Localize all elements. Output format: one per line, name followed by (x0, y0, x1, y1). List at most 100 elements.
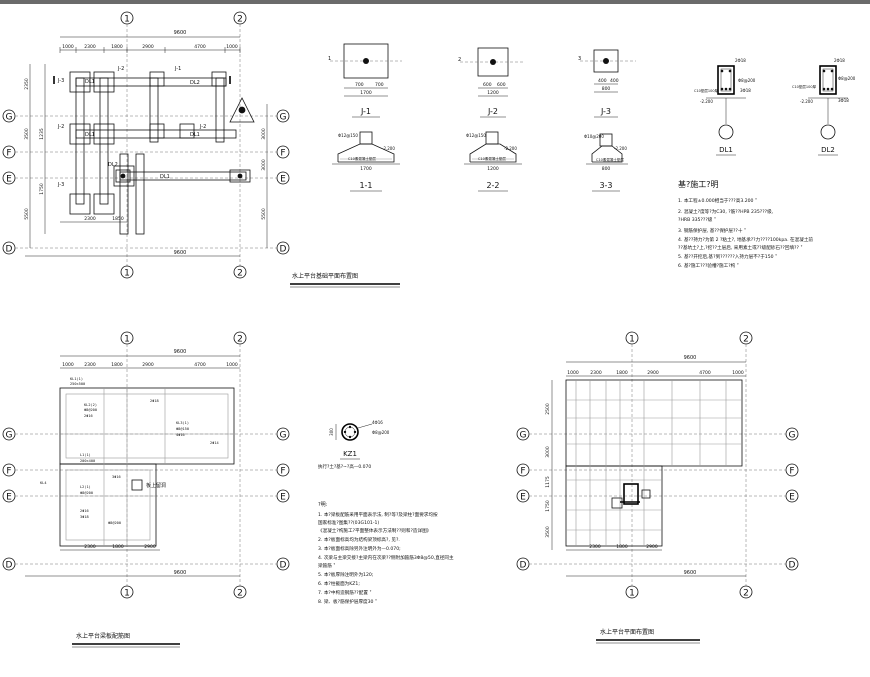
dim-total-top: 9600 (174, 30, 187, 36)
label-j3: J-3 (57, 182, 64, 188)
dim-top-seg: 1800 (111, 362, 123, 368)
dim-right-seg: 3000 (261, 128, 267, 140)
footing-j1-plan: 700 700 1700 1 J-1 (328, 43, 402, 118)
foundation-notes-title: 基?施工?明 (678, 179, 719, 189)
svg-text:3Φ18: 3Φ18 (838, 98, 849, 103)
svg-text:Φ8@200: Φ8@200 (108, 521, 121, 525)
dim-left-seg: 2350 (24, 78, 30, 90)
svg-text:4Φ16: 4Φ16 (372, 420, 383, 425)
dim-bottom-seg: 2900 (646, 544, 658, 550)
beam-dl2-section: 2Φ18 Φ8@200 3Φ18 C10垫层100厚 -2.200 DL2 (792, 58, 856, 156)
grid-bubble-right-E: E (789, 493, 795, 503)
dim-bottom-seg: 1800 (616, 544, 628, 550)
svg-text:2Φ18: 2Φ18 (735, 58, 746, 63)
svg-text:G: G (280, 113, 287, 123)
dim-right-seg: 3000 (261, 159, 267, 171)
label-j2: J-2 (57, 124, 64, 130)
dim-left-seg: 1235 (39, 128, 45, 140)
svg-text:1200: 1200 (487, 166, 499, 172)
dim-left-seg: 3500 (24, 128, 30, 140)
svg-text:L2(1): L2(1) (80, 485, 91, 489)
svg-text:Φ8@200: Φ8@200 (84, 408, 97, 412)
note-item: 6. 本?柱截面为KZ1; (318, 580, 360, 587)
column-kz1-label: KZ1 (343, 450, 357, 458)
grid-bubble-right-G: G (280, 431, 287, 441)
grid-bubble-left-D: D (6, 561, 13, 571)
label-dl2: DL2 (190, 80, 200, 86)
grid-bubble-left-F: F (520, 467, 525, 477)
svg-text:2: 2 (458, 57, 461, 63)
note-item: 2. 混凝土?度等?为C30, ?筋??HPB 235???级, (678, 208, 774, 215)
grid-bubble-bottom-2: 2 (233, 265, 247, 279)
dim-top-seg: 1000 (732, 370, 744, 376)
dim-left-seg: 2500 (545, 403, 551, 415)
grid-bubble-top-1: 1 (120, 11, 134, 25)
dim-bottom-seg: 2900 (144, 544, 156, 550)
grid-bubble-left-D: D (520, 561, 527, 571)
svg-text:C10素混凝土垫层: C10素混凝土垫层 (596, 157, 624, 162)
svg-text:F: F (280, 149, 285, 159)
svg-text:Φ10@200: Φ10@200 (584, 134, 604, 139)
section-3-3-label: 3-3 (599, 181, 612, 190)
svg-text:2Φ14: 2Φ14 (210, 441, 219, 445)
slab-plan: 1 2 1 2 G F E D G F E D 9600 (2, 331, 290, 648)
note-item: 5. 基??开挖后,基?到??????入持力层不?于150 ˚ (678, 253, 777, 260)
slab-opening-note: 板上留洞 (146, 482, 166, 489)
beam-dl1-section: 2Φ18 Φ8@200 3Φ18 C10垫层100厚 -2.200 DL1 (694, 58, 756, 156)
footing-j3-label: J-3 (600, 107, 611, 116)
dim-left-seg: 1750 (39, 183, 45, 195)
plan2-title: 水上平台梁板配筋图 (76, 632, 130, 640)
svg-text:执行?土?基?~?高—0.070: 执行?土?基?~?高—0.070 (318, 463, 371, 470)
platform-plan: 1 2 1 2 G F E D G F E D 9600 (516, 331, 799, 644)
dim-top-seg: 1000 (62, 362, 74, 368)
column-kz1-detail: 300 4Φ16 Φ8@200 KZ1 执行?土?基?~?高—0.070 (318, 420, 390, 470)
window-top-border (0, 0, 870, 4)
grid-bubble-left-D: D (2, 241, 16, 255)
svg-text:C10垫层100厚: C10垫层100厚 (792, 84, 817, 89)
dim-top-seg: 2900 (142, 44, 154, 50)
label-j1: J-1 (174, 66, 181, 72)
svg-text:400: 400 (598, 78, 607, 84)
dim-total-top: 9600 (684, 355, 697, 361)
section-1-1-label: 1-1 (359, 181, 372, 190)
note-item: 1. 本?梁板配筋采用平面表示法, 制?等?及梁柱?面要求均按 (318, 511, 438, 518)
foundation-plan: 1 2 1 2 9600 1000 2300 1800 2900 4700 10… (2, 11, 400, 288)
dim-left-seg: 5500 (24, 208, 30, 220)
svg-text:C10素混凝土垫层: C10素混凝土垫层 (348, 156, 376, 161)
footing-details: 700 700 1700 1 J-1 600 600 1200 2 J-2 (328, 43, 636, 192)
svg-text:1700: 1700 (360, 90, 372, 96)
beam-dl2-label: DL2 (821, 146, 835, 154)
slab-notes: ?明: 1. 本?梁板配筋采用平面表示法, 制?等?及梁柱?面要求均按 国家标准… (318, 502, 454, 605)
dim-right-seg: 5500 (261, 208, 267, 220)
label-j2: J-2 (199, 124, 206, 130)
note-item: 7. 本?中构造钢筋??配置 ˚ (318, 589, 372, 596)
svg-text:L1(1): L1(1) (80, 453, 91, 457)
dim-top-seg: 4700 (699, 370, 711, 376)
grid-bubble-right-E: E (276, 171, 290, 185)
svg-text:700: 700 (355, 82, 364, 88)
grid-bubble-bottom-1: 1 (120, 265, 134, 279)
svg-text:4Φ16: 4Φ16 (176, 433, 185, 437)
grid-bubble-right-D: D (789, 561, 796, 571)
svg-text:D: D (6, 245, 13, 255)
plan1-title: 水上平台基础平面布置图 (292, 272, 358, 280)
grid-bubble-right-F: F (276, 145, 290, 159)
dim-top-seg: 2300 (590, 370, 602, 376)
svg-text:E: E (280, 175, 286, 185)
svg-text:600: 600 (497, 82, 506, 88)
beam-dl1-label: DL1 (719, 146, 733, 154)
dim-left-seg: 1750 (545, 500, 551, 512)
label-dl1: DL1 (85, 79, 95, 85)
grid-bubble-left-G: G (2, 109, 16, 123)
dim-top-seg: 1800 (616, 370, 628, 376)
foundation-beams (75, 77, 247, 235)
svg-text:G: G (6, 113, 13, 123)
svg-text:Φ8@200: Φ8@200 (838, 76, 856, 81)
svg-text:Φ12@150: Φ12@150 (466, 133, 486, 138)
grid-bubble-top-2: 2 (237, 335, 243, 345)
footing-j3-plan: 400 400 800 3 J-3 (578, 49, 636, 118)
note-item: 2. 本?板面标高均为结构梁顶标高?, 见?. (318, 536, 400, 543)
dim-top-seg: 2900 (647, 370, 659, 376)
note-item: 梁箍筋 ˚ (318, 562, 336, 569)
section-2-2: Φ12@150 -2.200 C10素混凝土垫层 1200 2-2 (464, 131, 522, 192)
